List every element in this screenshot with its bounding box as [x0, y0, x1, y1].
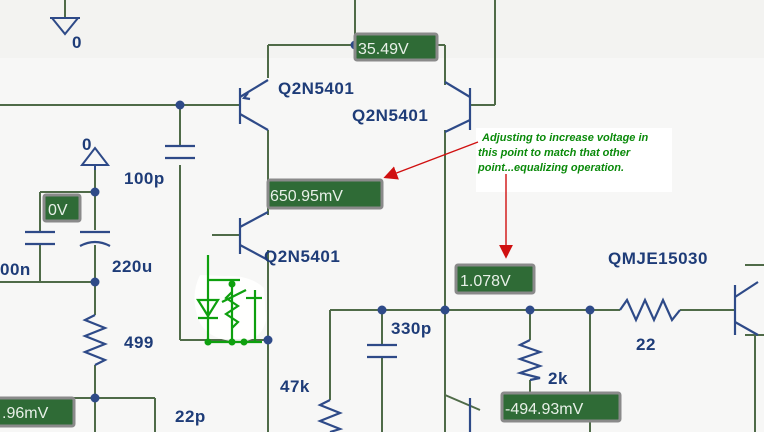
label-00n: 00n	[0, 260, 31, 279]
label-100p: 100p	[124, 169, 165, 188]
transistor-q2-label: Q2N5401	[352, 106, 428, 125]
probe-96mv: .96mV	[0, 396, 76, 428]
svg-text:650.95mV: 650.95mV	[270, 188, 343, 205]
capacitor-330p	[367, 343, 397, 359]
annotation-line-2: this point to match that other	[478, 147, 631, 159]
probe-494mv: -494.93mV	[500, 391, 622, 423]
resistor-47k	[317, 399, 344, 432]
svg-text:35.49V: 35.49V	[358, 41, 409, 58]
svg-text:0V: 0V	[48, 202, 68, 219]
svg-text:-494.93mV: -494.93mV	[505, 401, 584, 418]
probe-0v: 0V	[42, 193, 82, 223]
annotation-line-1: Adjusting to increase voltage in	[481, 132, 649, 144]
transistor-q4-label: QMJE15030	[608, 249, 708, 268]
label-220u: 220u	[112, 257, 153, 276]
probe-1078v: 1.078V	[454, 263, 536, 295]
capacitor-100p	[165, 144, 195, 160]
probe-650mv: 650.95mV	[266, 178, 384, 210]
resistor-499	[82, 314, 108, 366]
transistor-q4-symbol	[733, 281, 759, 336]
svg-text:.96mV: .96mV	[2, 405, 49, 422]
annotation-line-3: point...equalizing operation.	[477, 162, 624, 174]
label-47k: 47k	[280, 377, 310, 396]
resistor-2k	[516, 339, 544, 382]
capacitor-220u	[79, 230, 111, 247]
green-overlay-sketch	[194, 255, 266, 346]
label-499: 499	[124, 333, 154, 352]
transistor-q3-label: Q2N5401	[264, 247, 340, 266]
label-330p: 330p	[391, 319, 432, 338]
transistor-q3-symbol	[238, 211, 269, 261]
ground-label-left: 0	[82, 135, 92, 154]
label-22: 22	[636, 335, 656, 354]
transistor-q1-symbol	[238, 79, 269, 131]
capacitor-00n	[25, 230, 55, 246]
ground-symbol-left	[79, 146, 111, 170]
transistor-q1-label: Q2N5401	[278, 79, 354, 98]
ground-label-top: 0	[72, 33, 82, 52]
label-22p: 22p	[175, 407, 206, 426]
transistor-q2-symbol	[444, 81, 472, 133]
label-2k: 2k	[548, 369, 568, 388]
resistor-22	[619, 297, 681, 323]
annotation-box	[476, 128, 672, 192]
annotation-arrows	[383, 141, 513, 259]
svg-text:1.078V: 1.078V	[460, 273, 511, 290]
ground-symbol-top	[50, 17, 80, 36]
probe-35v: 35.49V	[353, 32, 439, 62]
